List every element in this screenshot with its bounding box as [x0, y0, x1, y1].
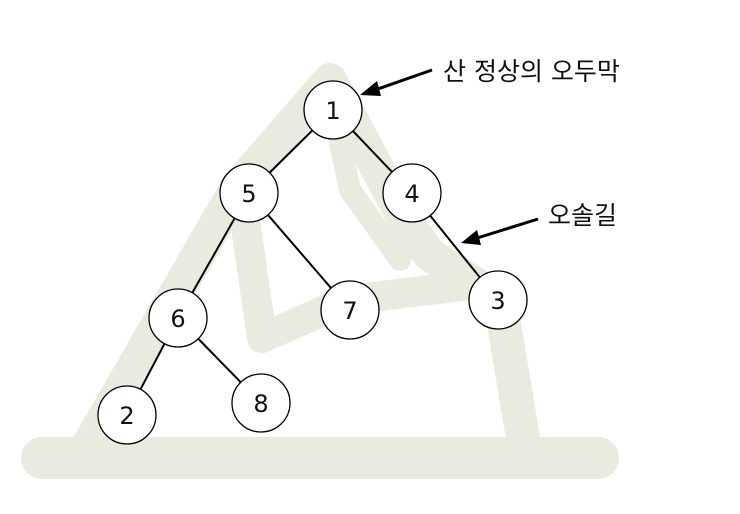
node-label-3: 3	[490, 287, 505, 315]
node-circle-1	[303, 80, 363, 140]
node-label-4: 4	[404, 180, 419, 208]
summit-label: 산 정상의 오두막	[443, 57, 620, 86]
edge-4-3	[429, 214, 481, 279]
tree-node-1: 1	[303, 80, 363, 140]
tree-node-4: 4	[382, 163, 442, 223]
node-circle-8	[231, 373, 291, 433]
edge-6-8	[197, 338, 242, 383]
node-circle-7	[320, 280, 380, 340]
node-circle-4	[382, 163, 442, 223]
node-label-7: 7	[342, 297, 357, 325]
tree-node-7: 7	[320, 280, 380, 340]
mountain-inner-path	[227, 185, 485, 353]
node-circle-6	[148, 288, 208, 348]
summit-arrow-line	[371, 68, 433, 93]
node-label-2: 2	[119, 402, 134, 430]
edge-6-2	[139, 343, 166, 390]
summit-arrow-head	[360, 81, 381, 96]
edge-1-5	[268, 129, 314, 174]
path-annotation: 오솔길	[461, 201, 617, 245]
edge-5-6	[191, 217, 236, 294]
path-label: 오솔길	[548, 201, 617, 230]
tree-node-3: 3	[468, 270, 528, 330]
tree-node-2: 2	[97, 385, 157, 445]
path-arrow-head	[461, 230, 481, 245]
tree-node-5: 5	[219, 163, 279, 223]
node-circle-3	[468, 270, 528, 330]
node-circle-5	[219, 163, 279, 223]
edge-1-4	[352, 130, 393, 173]
node-label-6: 6	[170, 305, 185, 333]
tree-node-8: 8	[231, 373, 291, 433]
node-label-1: 1	[325, 97, 340, 125]
edge-5-7	[267, 214, 332, 289]
node-label-8: 8	[253, 390, 268, 418]
node-circle-2	[97, 385, 157, 445]
tree-node-6: 6	[148, 288, 208, 348]
summit-annotation: 산 정상의 오두막	[360, 57, 620, 96]
tree-nodes: 1 5 4 6 7 3 2 8	[97, 80, 528, 445]
path-arrow-line	[473, 217, 539, 241]
tree-edges	[139, 129, 481, 390]
node-label-5: 5	[241, 180, 256, 208]
